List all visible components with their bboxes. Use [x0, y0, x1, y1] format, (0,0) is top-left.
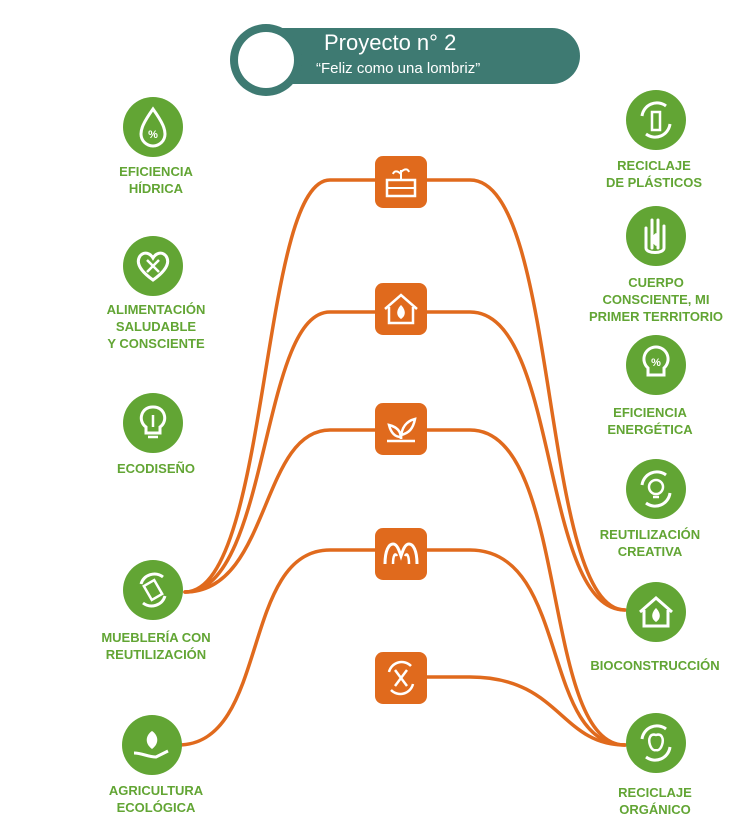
line-agricultura-box4 — [176, 548, 402, 747]
center-node-5 — [375, 652, 427, 704]
bulb-percent-icon: % — [642, 345, 670, 377]
planter-box-icon — [385, 168, 417, 198]
recycle-fork-knife-icon — [387, 660, 415, 696]
hand-plant-icon — [133, 731, 169, 759]
header-band — [270, 28, 580, 84]
svg-text:%: % — [651, 357, 661, 369]
recycle-apple-icon — [640, 724, 672, 762]
center-node-3 — [375, 403, 427, 455]
right-node-3: % — [626, 335, 686, 395]
header-title: Proyecto n° 2 — [324, 30, 457, 55]
hand-leaf-icon — [644, 218, 666, 254]
seed-logo — [230, 24, 302, 96]
right-label-5: BIOCONSTRUCCIÓN — [590, 658, 720, 673]
right-node-6 — [626, 713, 686, 773]
right-node-1 — [626, 90, 686, 150]
project-header: Proyecto n° 2 “Feliz como una lombriz” — [230, 24, 580, 96]
right-node-2 — [626, 206, 686, 266]
line-box4-org — [398, 548, 627, 747]
left-node-5 — [122, 715, 182, 775]
heart-utensils-icon — [136, 251, 170, 282]
left-node-4 — [123, 560, 183, 620]
recycle-furniture-icon — [139, 572, 167, 608]
left-label-3: ECODISEÑO — [116, 461, 195, 476]
center-node-2 — [375, 283, 427, 335]
left-node-1: % — [123, 97, 183, 157]
drop-percent-icon: % — [139, 106, 167, 148]
recycle-bulb-icon — [640, 470, 672, 508]
line-box1-bio — [398, 178, 627, 612]
line-box3-org — [398, 428, 627, 747]
line-muebleria-box3 — [183, 428, 402, 594]
lightbulb-pencil-icon — [139, 405, 167, 439]
right-node-4 — [626, 459, 686, 519]
line-box2-bio — [398, 310, 627, 612]
left-node-3 — [123, 393, 183, 453]
line-muebleria-box2 — [183, 310, 402, 594]
svg-text:%: % — [148, 129, 158, 141]
center-node-4 — [375, 528, 427, 580]
sprout-hand-icon — [387, 417, 417, 443]
house-leaf-icon — [384, 293, 418, 325]
right-node-5 — [626, 582, 686, 642]
center-node-1 — [375, 156, 427, 208]
header-subtitle: “Feliz como una lombriz” — [316, 60, 481, 77]
house-leaf-icon — [639, 596, 673, 628]
recycle-bottle-icon — [640, 101, 672, 139]
left-node-2 — [123, 236, 183, 296]
line-box5-org — [398, 675, 627, 747]
line-muebleria-box1 — [183, 178, 402, 594]
worm-icon — [383, 542, 419, 565]
